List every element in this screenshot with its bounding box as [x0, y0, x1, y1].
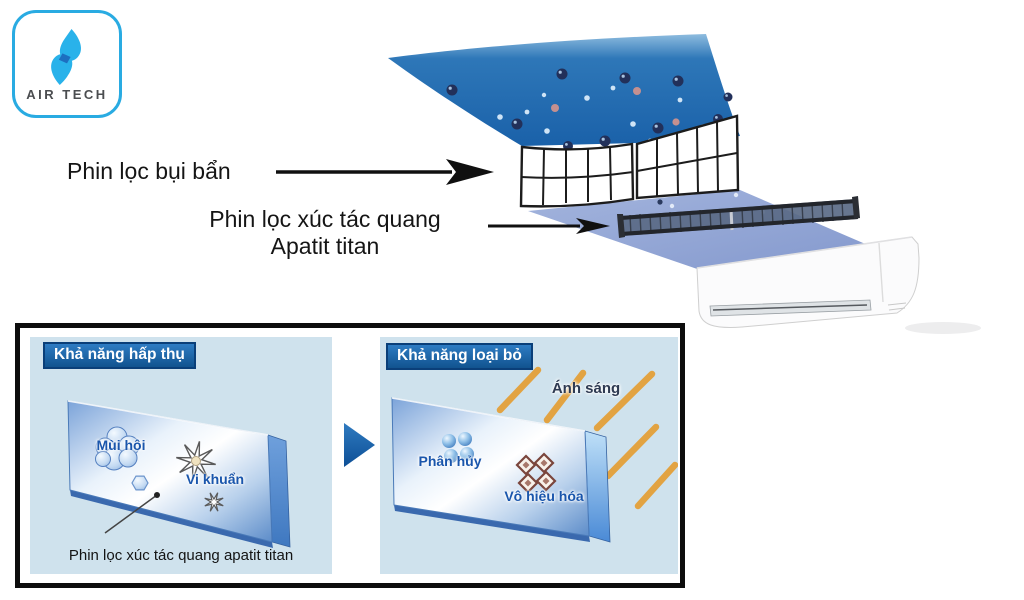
- bacteria-label: Vi khuẩn: [185, 471, 245, 487]
- odor-label: Mùi hôi: [96, 437, 146, 453]
- photo-filter-label-line1: Phin lọc xúc tác quang: [209, 206, 441, 232]
- capability-box: Khả năng hấp thụ Mùi hôi Vi khuẩn Phin l…: [15, 323, 685, 588]
- odor-hexagon: [131, 475, 149, 491]
- photo-filter-label: Phin lọc xúc tác quang Apatit titan: [188, 206, 462, 260]
- photocatalytic-filter-bar: [617, 196, 860, 238]
- logo-brand-text: AIR TECH: [26, 86, 108, 102]
- bacteria-star-small: [204, 492, 224, 512]
- flame-icon: [51, 28, 82, 85]
- neutralize-label: Vô hiệu hóa: [504, 488, 584, 504]
- removal-panel: Khả năng loại bỏ Ánh sáng Phân hủy Vô hi…: [380, 337, 678, 574]
- ac-indoor-unit: [696, 236, 981, 334]
- absorption-graphic: [67, 400, 291, 548]
- airflow-diagram: [276, 34, 981, 334]
- light-rays: [496, 366, 678, 510]
- next-arrow-icon: [344, 423, 375, 467]
- absorption-title-badge: Khả năng hấp thụ: [43, 342, 196, 369]
- decompose-label: Phân hủy: [418, 453, 482, 469]
- photo-filter-label-line2: Apatit titan: [270, 233, 380, 259]
- removal-graphic: [391, 366, 678, 543]
- caption-pointer: [104, 492, 160, 534]
- dust-filter-label: Phin lọc bụi bẩn: [67, 158, 231, 184]
- absorption-caption: Phin lọc xúc tác quang apatit titan: [68, 547, 294, 564]
- dust-filter-mesh: [519, 114, 740, 208]
- neutralized-particles: [515, 452, 557, 494]
- odor-cloud: [95, 426, 140, 471]
- filter-plate-remove: [391, 397, 611, 543]
- air-stream: [388, 34, 740, 146]
- decomposed-molecules: [442, 432, 474, 463]
- removal-title-badge: Khả năng loại bỏ: [386, 343, 533, 370]
- light-label: Ánh sáng: [551, 380, 621, 397]
- arrow-dust-filter: [276, 159, 494, 185]
- arrow-photo-filter: [488, 218, 610, 234]
- absorption-panel: Khả năng hấp thụ Mùi hôi Vi khuẩn Phin l…: [30, 337, 332, 574]
- airtech-logo: AIR TECH: [12, 10, 122, 118]
- bacteria-star-large: [176, 441, 216, 481]
